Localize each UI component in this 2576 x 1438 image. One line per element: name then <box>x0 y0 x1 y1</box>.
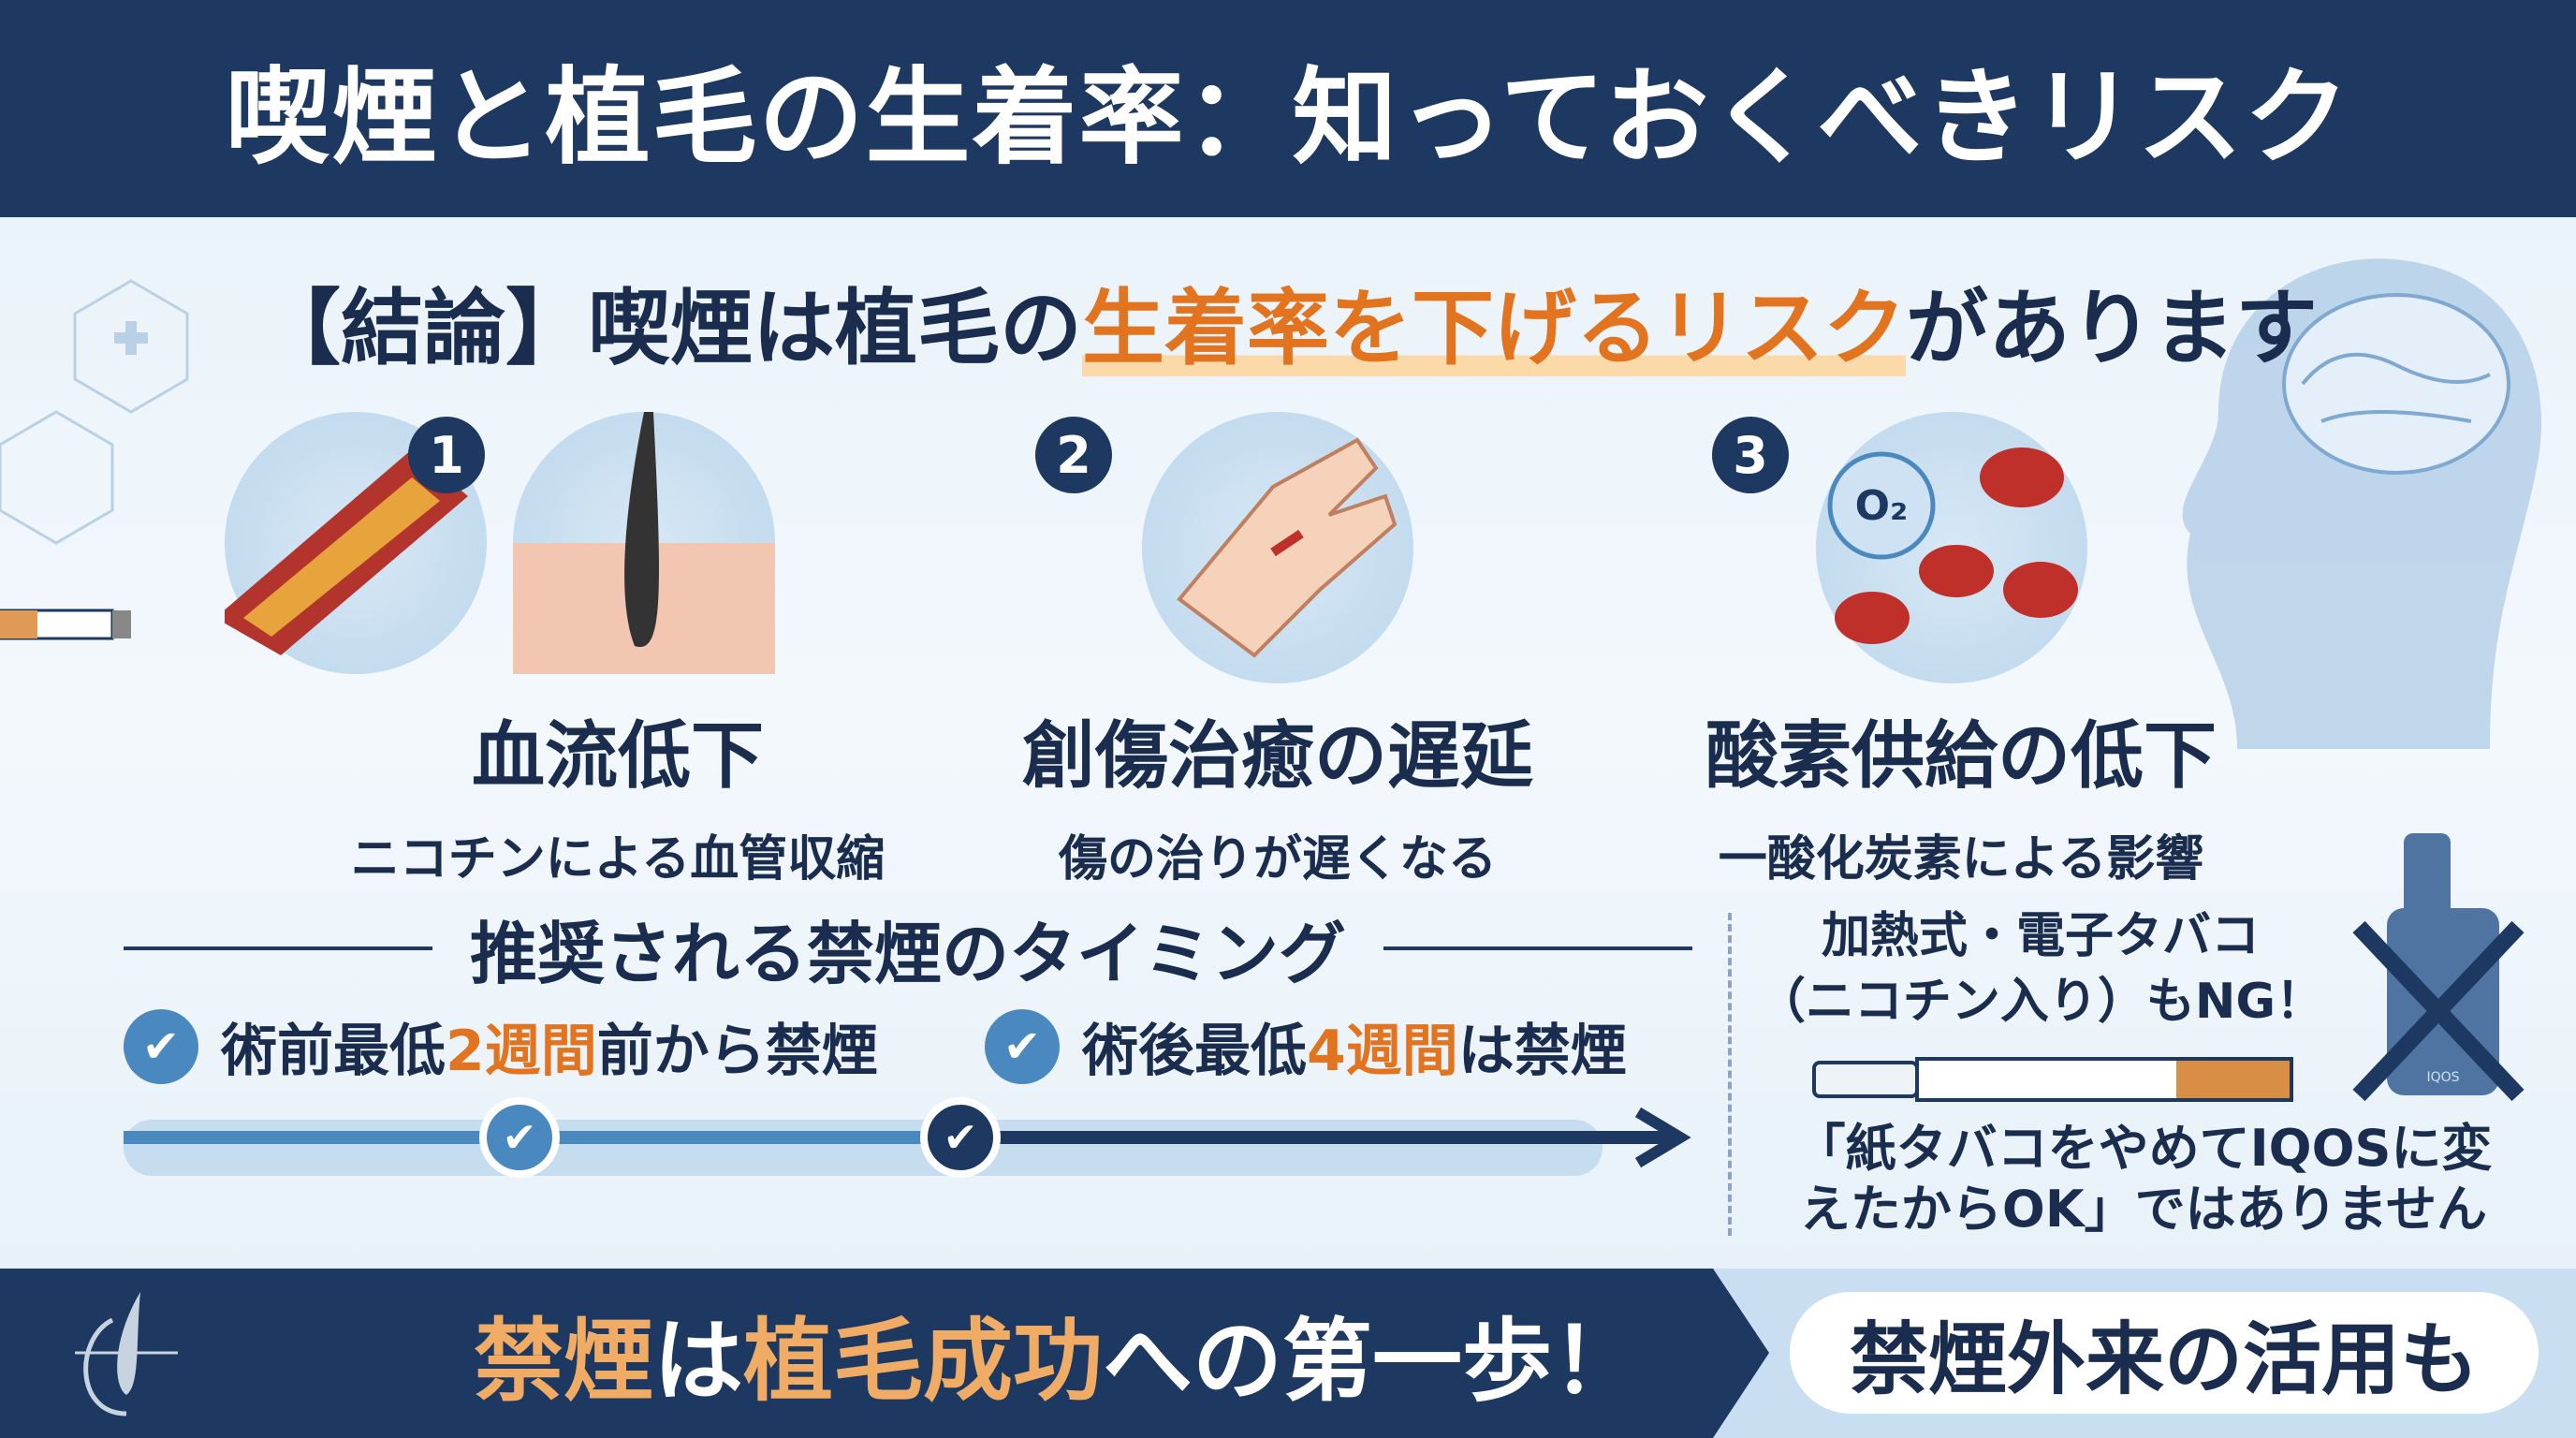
highlight: 4週間 <box>1307 1019 1458 1084</box>
conclusion-heading: 【結論】喫煙は植毛の生着率を下げるリスクがあります <box>0 262 2576 381</box>
conclusion-highlight: 生着率を下げるリスク <box>1081 280 1906 376</box>
conclusion-prefix: 【結論】喫煙は植毛の <box>257 280 1082 376</box>
risk-title: 創傷治癒の遅延 <box>1021 714 1533 799</box>
pre-op-check: ✔ 術前最低2週間前から禁煙 <box>124 1005 878 1087</box>
note-line2: えたからOK」ではありません <box>1799 1179 2488 1239</box>
red-blood-cells-icon: O₂ <box>1827 448 2078 644</box>
check-icon: ✔ <box>985 1008 1060 1084</box>
clinic-logo <box>75 1292 178 1416</box>
post-op-check: ✔ 術後最低4週間は禁煙 <box>985 1005 1627 1087</box>
cigarette-icon <box>0 609 131 640</box>
risk-subtitle: 一酸化炭素による影響 <box>1718 831 2204 888</box>
risk-number-3: 3 <box>1712 417 1789 493</box>
blood-vessel-illustration <box>215 412 487 674</box>
oxygen-blood-cells-illustration: O₂ <box>1816 412 2087 683</box>
risk-number-1: 1 <box>408 417 485 493</box>
note-line1: 「紙タバコをやめてIQOSに変 <box>1794 1119 2493 1178</box>
text: 術前最低 <box>221 1019 446 1084</box>
slogan-part: への第一歩！ <box>1103 1309 1642 1414</box>
slogan-part: 禁煙 <box>474 1309 653 1414</box>
brain-head-illustration <box>2182 258 2541 750</box>
text: 術後最低 <box>1082 1019 1307 1084</box>
blood-vessel-icon <box>215 449 468 655</box>
ecig-title-line2: （ニコチン入り）もNG！ <box>1756 974 2325 1031</box>
check-icon: ✔ <box>124 1008 198 1084</box>
timing-title: 推奨される禁煙のタイミング <box>470 915 1347 993</box>
divider <box>1383 946 1693 950</box>
risk-title: 血流低下 <box>471 714 764 799</box>
timeline-line-post <box>962 1131 1674 1144</box>
ecig-note: 「紙タバコをやめてIQOSに変 えたからOK」ではありません <box>1778 1119 2509 1240</box>
hair-follicle-illustration <box>513 412 775 674</box>
text: 前から禁煙 <box>596 1019 878 1084</box>
text: は禁煙 <box>1457 1019 1627 1084</box>
page-title: 喫煙と植毛の生着率：知っておくべきリスク <box>225 57 2351 179</box>
hexagon-medical-decoration <box>0 279 189 545</box>
iqos-device-crossed-icon: IQOS <box>2352 833 2525 1102</box>
timeline-track <box>124 1120 1603 1176</box>
header-banner: 喫煙と植毛の生着率：知っておくべきリスク <box>0 0 2576 217</box>
risk-item-2: 創傷治癒の遅延 傷の治りが遅くなる <box>922 697 1633 889</box>
o2-label: O₂ <box>1855 482 1909 530</box>
conclusion-suffix: があります <box>1906 280 2319 376</box>
risk-subtitle: ニコチンによる血管収縮 <box>350 831 886 888</box>
smoking-cessation-clinic-pill: 禁煙外来の活用も <box>1790 1292 2539 1414</box>
timing-section-heading: 推奨される禁煙のタイミング <box>124 899 1693 997</box>
divider <box>124 946 432 950</box>
slogan-part: は <box>653 1309 743 1414</box>
risk-subtitle: 傷の治りが遅くなる <box>1058 831 1497 888</box>
footer-slogan: 禁煙は植毛成功への第一歩！ <box>393 1269 1722 1438</box>
footer-banner <box>0 1269 1769 1438</box>
risk-item-1: 血流低下 ニコチンによる血管収縮 <box>262 697 973 889</box>
risk-number-2: 2 <box>1035 417 1112 493</box>
ecig-warning-title: 加熱式・電子タバコ （ニコチン入り）もNG！ <box>1743 903 2338 1034</box>
wound-hand-illustration <box>1142 412 1413 683</box>
arrow-right-icon <box>1634 1107 1691 1168</box>
timeline-node-post-op: ✔ <box>920 1097 1001 1178</box>
ecig-title-line1: 加熱式・電子タバコ <box>1821 908 2260 964</box>
hair-follicle-icon <box>513 412 775 674</box>
risk-item-3: 酸素供給の低下 一酸化炭素による影響 <box>1605 697 2317 889</box>
dashed-divider <box>1728 913 1732 1236</box>
highlight: 2週間 <box>446 1019 597 1084</box>
risk-title: 酸素供給の低下 <box>1705 714 2217 799</box>
timeline-node-pre-op: ✔ <box>479 1097 560 1178</box>
iqos-label: IQOS <box>2426 1070 2459 1085</box>
slogan-part: 植毛成功 <box>743 1309 1103 1414</box>
wounded-hand-icon <box>1177 437 1398 658</box>
cigarette-illustration <box>1812 1057 2293 1102</box>
